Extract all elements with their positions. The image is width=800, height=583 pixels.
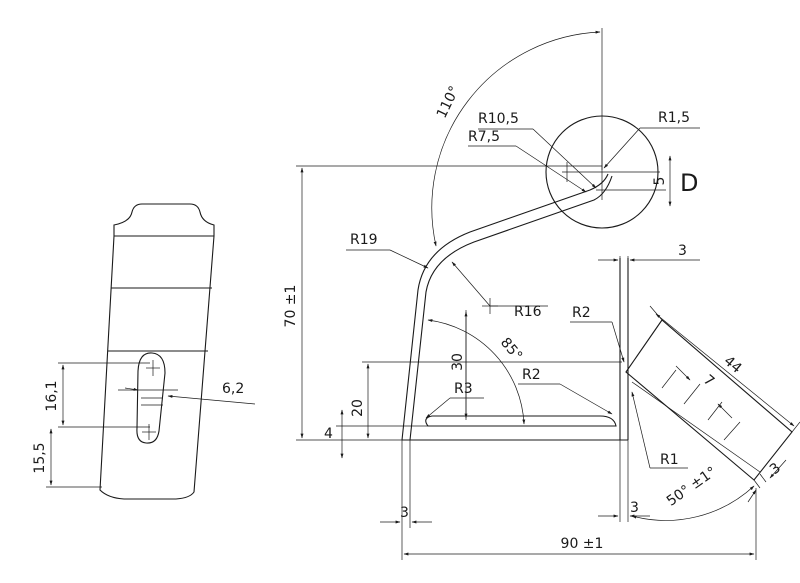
angle-50-label: 50° ±1° bbox=[664, 464, 720, 510]
dim-3-bottom-left-label: 3 bbox=[400, 505, 409, 521]
foot-outline bbox=[425, 415, 617, 427]
dim-16-1-label: 16,1 bbox=[44, 380, 60, 411]
inclined-plate-mark-1 bbox=[661, 369, 677, 389]
radius-19-label: R19 bbox=[350, 232, 378, 248]
dim-3-top-label: 3 bbox=[678, 243, 687, 259]
radius-3-label: R3 bbox=[454, 381, 473, 397]
dim-7-label: 7 bbox=[700, 372, 717, 390]
main-view: D 5 R10,5 R7,5 R1,5 110° R19 R16 70 ±1 bbox=[283, 28, 800, 560]
dim-5-label: 5 bbox=[652, 177, 668, 186]
dim-3-right-label: 3 bbox=[767, 460, 784, 478]
inclined-plate bbox=[625, 319, 793, 481]
angle-85-arc bbox=[427, 319, 526, 425]
slot-outline bbox=[136, 352, 166, 444]
dim-15-5-label: 15,5 bbox=[32, 442, 48, 473]
dim-90-label: 90 ±1 bbox=[561, 536, 604, 552]
radius-2-left-label: R2 bbox=[572, 305, 591, 321]
inclined-plate-mark-4 bbox=[723, 421, 741, 441]
radius-1-label: R1 bbox=[660, 452, 679, 468]
detail-label-d: D bbox=[680, 169, 698, 197]
angle-110-label: 110° bbox=[434, 84, 463, 121]
radius-16-label: R16 bbox=[514, 304, 542, 320]
dim-4-label: 4 bbox=[324, 426, 333, 442]
angle-85-label: 85° bbox=[497, 335, 525, 364]
radius-10-5-label: R10,5 bbox=[478, 111, 519, 127]
dim-70-label: 70 ±1 bbox=[283, 285, 299, 328]
dim-20-label: 20 bbox=[350, 399, 366, 417]
dim-6-2-label: 6,2 bbox=[222, 381, 244, 397]
inclined-plate-inner bbox=[631, 381, 761, 473]
inclined-plate-mark-3 bbox=[707, 401, 723, 421]
angle-50-arc bbox=[631, 485, 755, 521]
side-view: 16,1 15,5 6,2 bbox=[32, 203, 256, 500]
side-view-outline bbox=[99, 203, 215, 500]
radius-1-5-label: R1,5 bbox=[658, 110, 690, 126]
angle-110-arc bbox=[431, 30, 601, 247]
radius-2-right-label: R2 bbox=[522, 367, 541, 383]
radius-7-5-label: R7,5 bbox=[468, 129, 500, 145]
dim-3-bottom-mid-label: 3 bbox=[630, 500, 639, 516]
inclined-plate-mark-2 bbox=[683, 383, 701, 405]
